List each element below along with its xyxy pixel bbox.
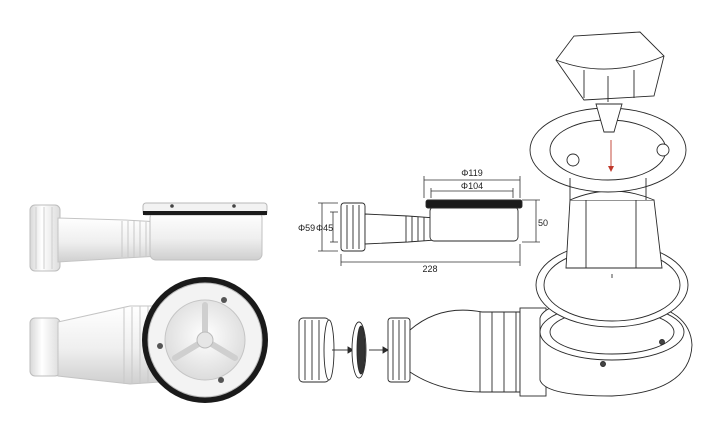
dim-inner-diameter: Φ104 (461, 181, 483, 191)
exploded-washer (351, 321, 367, 379)
inlet-nut (29, 204, 61, 272)
screw (218, 377, 224, 383)
bowl-body (149, 211, 263, 261)
drawing-pipe (364, 213, 437, 245)
screw (170, 204, 174, 208)
dim-height: 50 (538, 218, 548, 228)
top-cap (555, 31, 665, 133)
dim-length: 228 (422, 264, 437, 274)
grate-cylinder (565, 190, 663, 278)
screw (157, 343, 163, 349)
dim-inlet-outer: Φ59 (298, 223, 315, 233)
dimension-lines (318, 176, 540, 266)
exploded-nut (298, 317, 335, 383)
pipe-body (57, 217, 161, 263)
dim-outer-diameter: Φ119 (461, 168, 483, 178)
exploded-trap (387, 307, 547, 397)
grate-hub (196, 331, 214, 349)
dimension-labels: Φ119 Φ104 50 228 Φ59 Φ45 (298, 168, 548, 274)
dim-inlet-inner: Φ45 (316, 223, 333, 233)
inlet-nut (29, 317, 61, 377)
photo-top-view (29, 277, 268, 403)
screw (232, 204, 236, 208)
arrow-head (608, 166, 614, 172)
drawing-flange (425, 199, 523, 209)
ribbed-section (121, 221, 147, 257)
dimension-drawing (340, 199, 523, 252)
photo-side-view (29, 202, 268, 272)
drawing-bowl (429, 206, 519, 242)
arrow-head (347, 346, 354, 354)
exploded-top (529, 31, 689, 328)
gasket-black (143, 211, 267, 215)
screw (221, 297, 227, 303)
arrow-head (382, 346, 389, 354)
